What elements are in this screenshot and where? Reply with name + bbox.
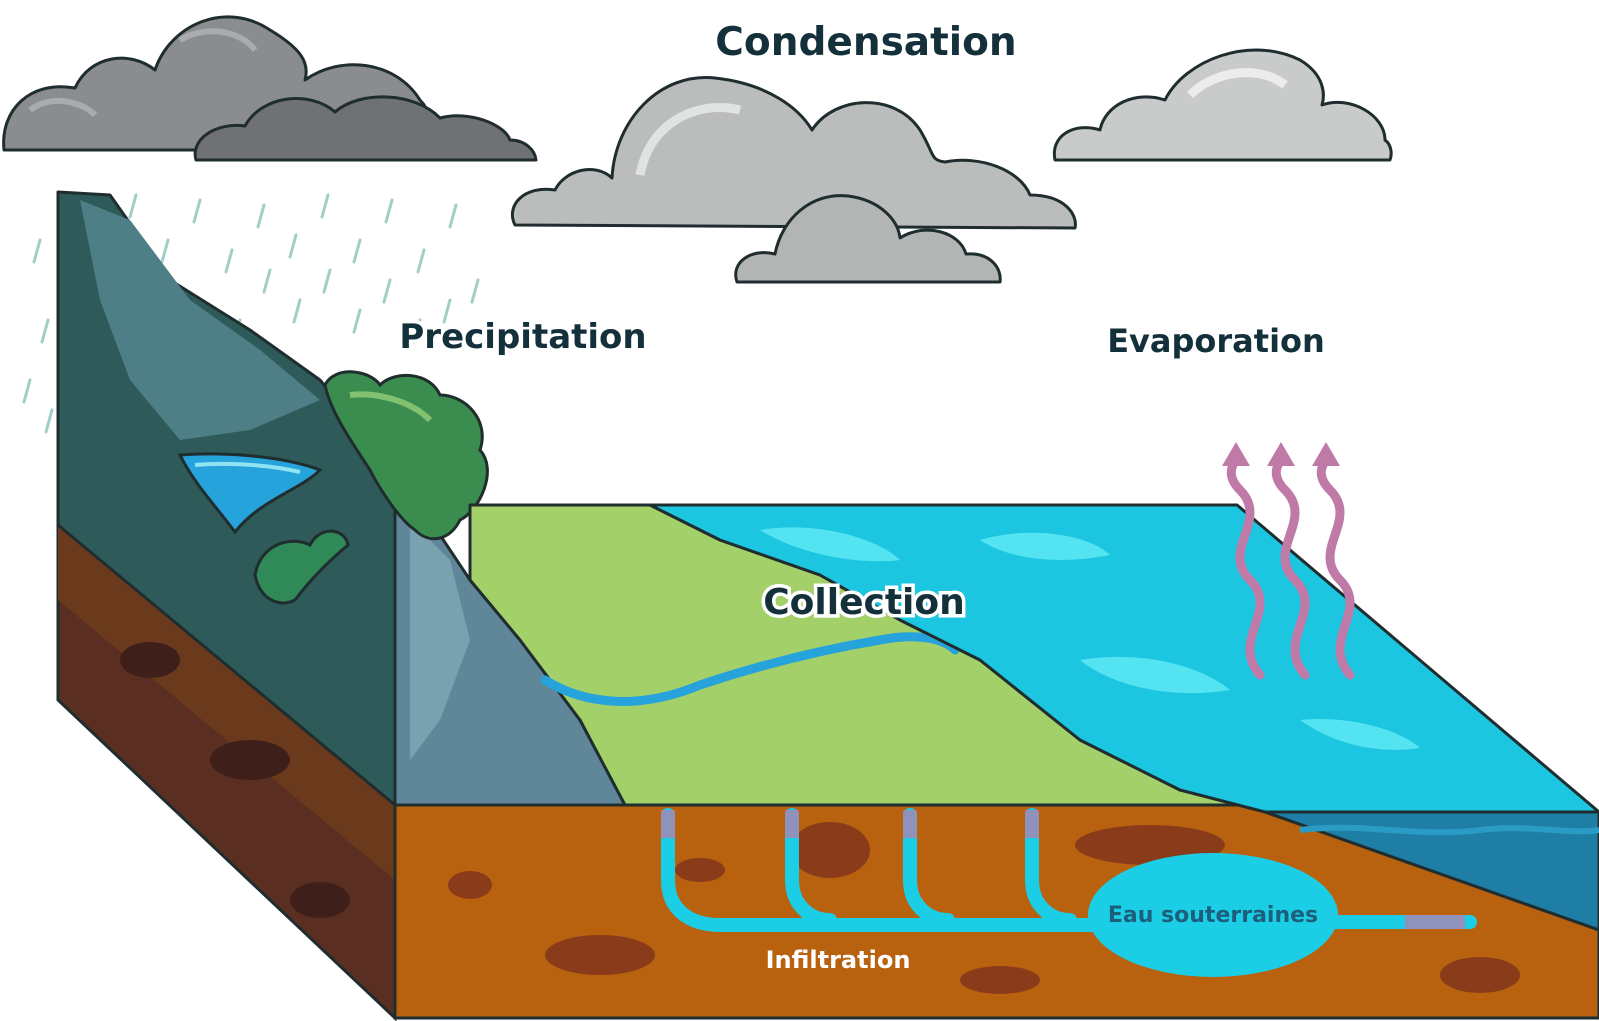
cloud-icon [734, 194, 1002, 284]
label-collection: Collection [763, 582, 965, 623]
vapor-arrow-icon [1226, 455, 1355, 680]
storm-cloud-icon [2, 15, 538, 162]
label-condensation: Condensation [715, 20, 1016, 65]
cloud-icon [1052, 48, 1393, 162]
groundwater-reservoir [1088, 853, 1338, 977]
label-infiltration: Infiltration [766, 946, 911, 974]
bush-icon [253, 529, 350, 605]
label-precipitation: Precipitation [399, 317, 646, 357]
bush-icon [323, 370, 489, 541]
label-groundwater: Eau souterraines [1108, 903, 1318, 928]
cloud-icon [510, 76, 1077, 230]
sea-depth-face [1264, 810, 1599, 932]
mountain-lake [177, 452, 323, 535]
stream [540, 632, 960, 706]
label-evaporation: Evaporation [1107, 322, 1325, 360]
